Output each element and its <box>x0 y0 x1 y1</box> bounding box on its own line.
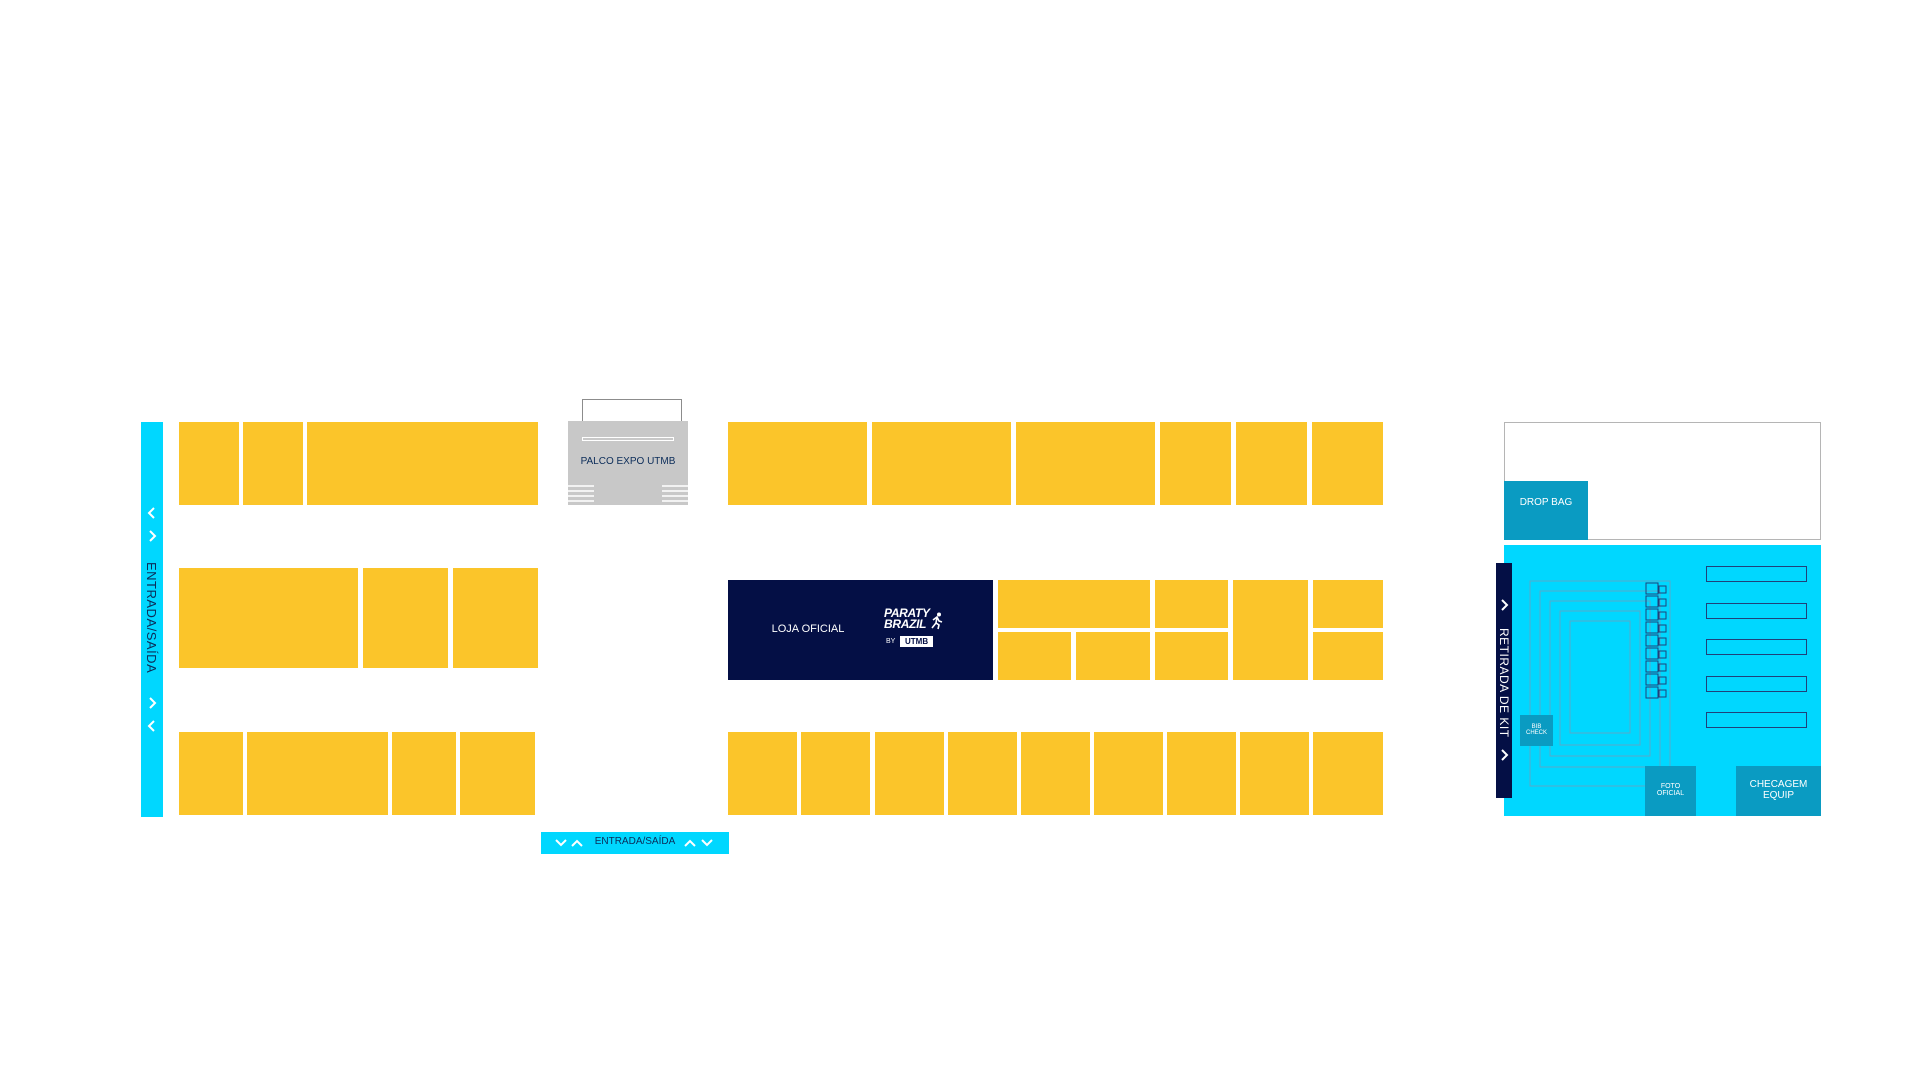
booth[interactable] <box>1076 632 1150 680</box>
booth[interactable] <box>728 732 797 815</box>
chevron-right-icon <box>149 530 157 542</box>
queue-lines <box>1529 580 1671 787</box>
booth[interactable] <box>392 732 456 815</box>
booth[interactable] <box>998 580 1150 628</box>
booth[interactable] <box>1313 732 1383 815</box>
equipment-table <box>1706 639 1807 655</box>
booth[interactable] <box>453 568 538 668</box>
booth[interactable] <box>1016 422 1155 505</box>
logo-by: BY <box>886 638 896 645</box>
stage-rail <box>582 437 674 441</box>
booth[interactable] <box>179 422 239 505</box>
booth[interactable] <box>179 732 243 815</box>
stage-area[interactable]: PALCO EXPO UTMB <box>568 399 688 505</box>
booth[interactable] <box>1240 732 1309 815</box>
booth[interactable] <box>1021 732 1090 815</box>
equipment-table <box>1706 676 1807 692</box>
equipment-check[interactable]: CHECAGEM EQUIP <box>1736 766 1821 816</box>
booth[interactable] <box>243 422 303 505</box>
official-store[interactable]: LOJA OFICIAL PARATY BRAZIL BY UTMB <box>728 580 993 680</box>
booth[interactable] <box>998 632 1071 680</box>
booth[interactable] <box>1312 422 1383 505</box>
equipment-table <box>1706 712 1807 728</box>
chevron-left-icon <box>147 720 155 732</box>
kit-pickup-entrance-bar[interactable]: RETIRADA DE KIT <box>1496 563 1512 798</box>
bib-check[interactable]: BIB CHECK <box>1520 715 1553 746</box>
booth[interactable] <box>1155 580 1228 628</box>
booth[interactable] <box>948 732 1017 815</box>
paraty-brazil-logo: PARATY BRAZIL BY UTMB <box>884 606 946 654</box>
entrance-left-bar[interactable]: ENTRADA/SAÍDA <box>141 422 163 817</box>
chevron-up-icon <box>684 839 696 847</box>
equipment-table <box>1706 566 1807 582</box>
chevron-down-icon <box>555 839 567 847</box>
photo-official-label: FOTO OFICIAL <box>1656 783 1685 798</box>
equipment-table <box>1706 603 1807 619</box>
booth[interactable] <box>1167 732 1236 815</box>
photo-official[interactable]: FOTO OFICIAL <box>1645 766 1696 816</box>
entrance-left-label: ENTRADA/SAÍDA <box>144 562 159 674</box>
booth[interactable] <box>872 422 1011 505</box>
entrance-bottom-bar[interactable]: ENTRADA/SAÍDA <box>541 832 729 854</box>
booth[interactable] <box>1236 422 1307 505</box>
chevron-left-icon <box>147 507 155 519</box>
stage-platform: PALCO EXPO UTMB <box>568 421 688 505</box>
booth[interactable] <box>728 422 867 505</box>
chevron-up-icon <box>571 839 583 847</box>
logo-line-1: PARATY <box>884 606 930 620</box>
booth[interactable] <box>460 732 535 815</box>
entrance-bottom-label: ENTRADA/SAÍDA <box>594 836 676 847</box>
booth[interactable] <box>363 568 448 668</box>
logo-utmb: UTMB <box>900 636 934 647</box>
chevron-right-icon <box>1501 599 1509 611</box>
stage-stairs-left <box>568 485 594 502</box>
chevron-right-icon <box>1501 749 1509 761</box>
booth[interactable] <box>1313 632 1383 680</box>
chevron-down-icon <box>701 839 713 847</box>
booth[interactable] <box>247 732 388 815</box>
drop-bag-label: DROP BAG <box>1519 497 1573 508</box>
booth[interactable] <box>307 422 538 505</box>
booth[interactable] <box>875 732 944 815</box>
kit-pickup-label: RETIRADA DE KIT <box>1497 628 1511 738</box>
booth[interactable] <box>1160 422 1231 505</box>
booth[interactable] <box>179 568 358 668</box>
booth[interactable] <box>1233 580 1308 680</box>
logo-line-2: BRAZIL <box>884 617 927 631</box>
booth[interactable] <box>1313 580 1383 628</box>
kit-pickup-zone[interactable]: BIB CHECK FOTO OFICIAL CHECAGEM EQUIP <box>1504 545 1821 816</box>
booth[interactable] <box>801 732 870 815</box>
official-store-label: LOJA OFICIAL <box>771 623 845 635</box>
stage-label: PALCO EXPO UTMB <box>580 456 676 467</box>
check-desks <box>1645 582 1667 699</box>
booth[interactable] <box>1155 632 1228 680</box>
runner-icon <box>931 612 943 630</box>
drop-bag[interactable]: DROP BAG <box>1504 481 1588 540</box>
bib-check-label: BIB CHECK <box>1525 724 1547 737</box>
chevron-right-icon <box>149 697 157 709</box>
equipment-check-label: CHECAGEM EQUIP <box>1749 779 1808 801</box>
stage-stairs-right <box>662 485 688 502</box>
booth[interactable] <box>1094 732 1163 815</box>
stage-backdrop <box>582 399 682 421</box>
